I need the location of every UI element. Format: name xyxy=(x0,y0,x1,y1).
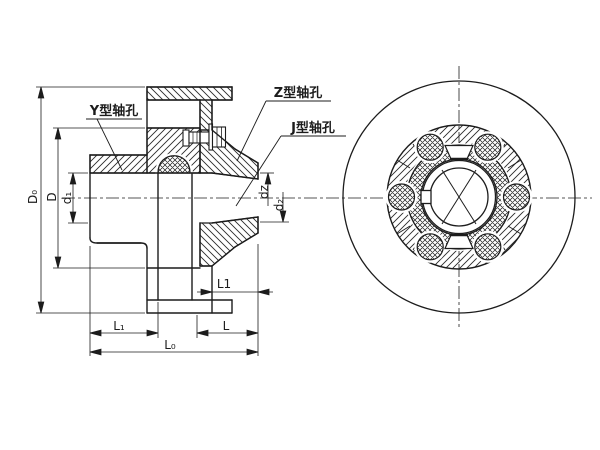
dimension-D xyxy=(53,127,145,269)
dim-label-d2: d₂ xyxy=(272,199,286,212)
section-view xyxy=(89,86,259,314)
dimension-L0 xyxy=(89,348,259,356)
dimension-dz xyxy=(260,172,274,206)
bore-cross-lines xyxy=(441,169,477,225)
left-hub-section xyxy=(89,154,148,174)
claw-windows xyxy=(444,144,474,250)
dimension-lines xyxy=(36,86,289,356)
section-outlines xyxy=(89,86,259,314)
dim-label-dz: dz xyxy=(257,185,271,199)
dimension-d1 xyxy=(68,172,88,224)
outer-flange-circle xyxy=(342,80,576,314)
end-view xyxy=(342,80,576,314)
dim-label-D: D xyxy=(45,192,59,201)
hex-nut xyxy=(211,126,227,148)
label-z-bore: Z型轴孔 xyxy=(274,85,322,101)
keyway xyxy=(420,189,432,205)
dimension-L1-right xyxy=(197,288,273,296)
elastic-lobes xyxy=(385,131,533,263)
dim-label-L0: L₀ xyxy=(164,338,176,352)
dim-label-L1-left: L₁ xyxy=(113,319,125,333)
y-bore-leader xyxy=(96,118,123,171)
dimension-d2 xyxy=(260,192,289,223)
drawing-text: Y型轴孔 Z型轴孔 J型轴孔 D₀ D d₁ dz d₂ L₁ L L₀ L1 xyxy=(26,85,335,352)
dim-label-L1-right: L1 xyxy=(217,277,231,291)
dim-label-L: L xyxy=(223,319,230,333)
label-j-bore: J型轴孔 xyxy=(290,120,335,136)
flange-rim-section xyxy=(146,86,233,101)
dimension-L xyxy=(196,244,259,356)
dim-label-D0: D₀ xyxy=(26,190,40,204)
dimension-L1-left xyxy=(89,246,159,356)
bolt-shaft xyxy=(188,131,210,144)
dim-label-d1: d₁ xyxy=(60,192,74,205)
z-bore-leader xyxy=(236,100,267,162)
j-bore-leader xyxy=(235,135,282,207)
dimension-D0 xyxy=(36,86,145,314)
callout-leaders xyxy=(86,100,346,207)
label-y-bore: Y型轴孔 xyxy=(89,103,138,119)
bolt-head xyxy=(182,129,190,147)
